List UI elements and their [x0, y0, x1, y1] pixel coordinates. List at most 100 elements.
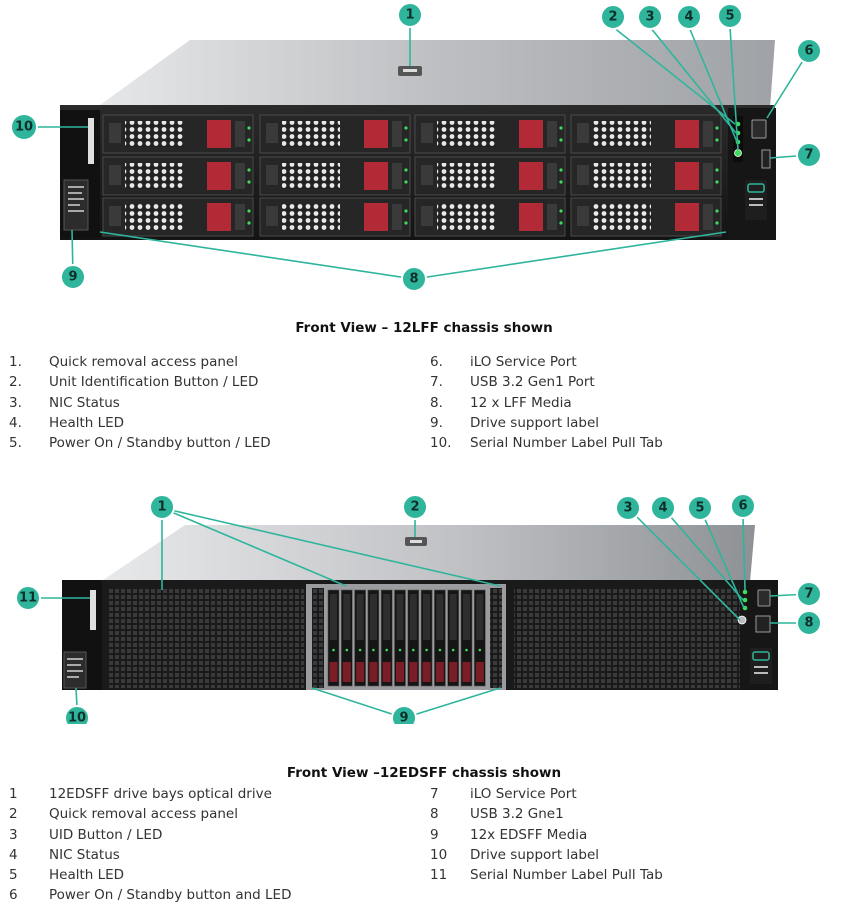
edsff-drive[interactable] — [340, 589, 353, 687]
edsff-drive[interactable] — [354, 589, 366, 687]
figure-12lff-front-view: 1 2 3 4 5 6 7 8 9 10 — [0, 0, 848, 300]
right-vent — [514, 588, 742, 688]
legend-text: NIC Status — [49, 394, 120, 411]
legend-text: 12EDSFF drive bays optical drive — [49, 786, 272, 802]
legend-text: UID Button / LED — [49, 826, 163, 843]
callout-2: 2 — [402, 494, 428, 520]
callout-4: 4 — [676, 4, 702, 30]
edsff-drive[interactable] — [367, 589, 380, 687]
callout-9: 9 — [60, 264, 86, 290]
legend-text: 12 x LFF Media — [470, 394, 572, 411]
svg-text:7: 7 — [804, 587, 813, 602]
svg-text:7: 7 — [804, 148, 813, 163]
drive-release-latch[interactable] — [519, 120, 543, 148]
lff-drive-carrier[interactable] — [414, 156, 566, 196]
svg-text:4: 4 — [684, 10, 693, 25]
legend-number: 6. — [430, 354, 443, 370]
callout-7: 7 — [796, 581, 822, 607]
ilo-port[interactable] — [757, 589, 771, 607]
edsff-drive[interactable] — [420, 589, 433, 687]
drive-release-latch[interactable] — [207, 203, 231, 231]
left-vent — [108, 588, 304, 688]
lff-drive-carrier[interactable] — [414, 197, 566, 237]
uid-led — [742, 589, 748, 595]
legend-number: 8. — [430, 394, 443, 411]
drive-release-latch[interactable] — [207, 162, 231, 190]
legend-number: 8 — [430, 806, 439, 823]
lff-drive-carrier[interactable] — [259, 114, 411, 154]
legend-number: 4 — [9, 846, 18, 863]
lff-drive-carrier[interactable] — [102, 197, 254, 237]
usb-port[interactable] — [761, 149, 771, 169]
legend-number: 7 — [430, 786, 439, 802]
ilo-port[interactable] — [751, 119, 767, 139]
figure2-caption: Front View –12EDSFF chassis shown — [286, 765, 562, 781]
power-button[interactable] — [734, 149, 742, 157]
edsff-drive[interactable] — [327, 589, 340, 687]
legend-number: 9 — [430, 826, 439, 843]
legend-text: Quick removal access panel — [49, 354, 238, 370]
callout-3: 3 — [615, 495, 641, 521]
lff-drive-carrier[interactable] — [102, 156, 254, 196]
svg-text:5: 5 — [695, 501, 704, 516]
legend-text: Drive support label — [470, 414, 600, 431]
callout-5: 5 — [717, 3, 743, 29]
edsff-drive[interactable] — [447, 589, 460, 687]
legend-number: 10. — [430, 435, 452, 452]
legend-text: Quick removal access panel — [49, 806, 238, 823]
legend-number: 2 — [9, 806, 18, 823]
callout-10: 10 — [64, 705, 90, 731]
drive-release-latch[interactable] — [207, 120, 231, 148]
edsff-drive[interactable] — [434, 589, 446, 687]
edsff-drive[interactable] — [473, 589, 486, 687]
usb-port[interactable] — [755, 615, 771, 633]
lff-drive-carrier[interactable] — [414, 114, 566, 154]
edsff-drive[interactable] — [394, 589, 406, 687]
svg-text:8: 8 — [804, 616, 813, 631]
legend-text: NIC Status — [49, 846, 120, 863]
svg-text:9: 9 — [399, 711, 408, 725]
lff-drive-carrier[interactable] — [570, 197, 722, 237]
legend-number: 10 — [430, 846, 448, 863]
power-button[interactable] — [737, 615, 747, 625]
svg-text:3: 3 — [645, 10, 654, 25]
svg-text:8: 8 — [409, 272, 418, 287]
callout-11: 11 — [15, 585, 41, 611]
lff-drive-carrier[interactable] — [259, 197, 411, 237]
callout-10: 10 — [10, 113, 38, 141]
svg-text:5: 5 — [725, 9, 734, 24]
lff-drive-carrier[interactable] — [259, 156, 411, 196]
edsff-drive[interactable] — [407, 589, 420, 687]
legend-number: 11 — [430, 867, 448, 884]
svg-text:6: 6 — [804, 44, 813, 59]
drive-release-latch[interactable] — [364, 203, 388, 231]
edsff-drive[interactable] — [380, 589, 393, 687]
lff-drive-carrier[interactable] — [570, 156, 722, 196]
drive-release-latch[interactable] — [519, 162, 543, 190]
lff-drive-bays — [102, 114, 722, 237]
legend-number: 4. — [9, 414, 22, 431]
svg-text:1: 1 — [157, 500, 166, 515]
legend-number: 7. — [430, 374, 443, 391]
drive-release-latch[interactable] — [675, 162, 699, 190]
drive-release-latch[interactable] — [364, 162, 388, 190]
legend-text: iLO Service Port — [470, 786, 577, 802]
leader-lines — [33, 26, 810, 280]
drive-release-latch[interactable] — [675, 203, 699, 231]
legend-text: Health LED — [49, 867, 125, 884]
drive-release-latch[interactable] — [519, 203, 543, 231]
legend-number: 9. — [430, 414, 443, 431]
lff-drive-carrier[interactable] — [102, 114, 254, 154]
drive-release-latch[interactable] — [675, 120, 699, 148]
svg-text:9: 9 — [68, 270, 77, 285]
drive-release-latch[interactable] — [364, 120, 388, 148]
edsff-drive[interactable] — [460, 589, 473, 687]
callout-5: 5 — [687, 495, 713, 521]
lff-drive-carrier[interactable] — [570, 114, 722, 154]
legend-number: 6 — [9, 887, 18, 904]
legend-text: 12x EDSFF Media — [470, 826, 588, 843]
leader-lines — [40, 507, 810, 719]
legend-number: 2. — [9, 374, 22, 391]
legend-text: USB 3.2 Gen1 Port — [470, 374, 595, 391]
svg-text:2: 2 — [410, 500, 419, 515]
